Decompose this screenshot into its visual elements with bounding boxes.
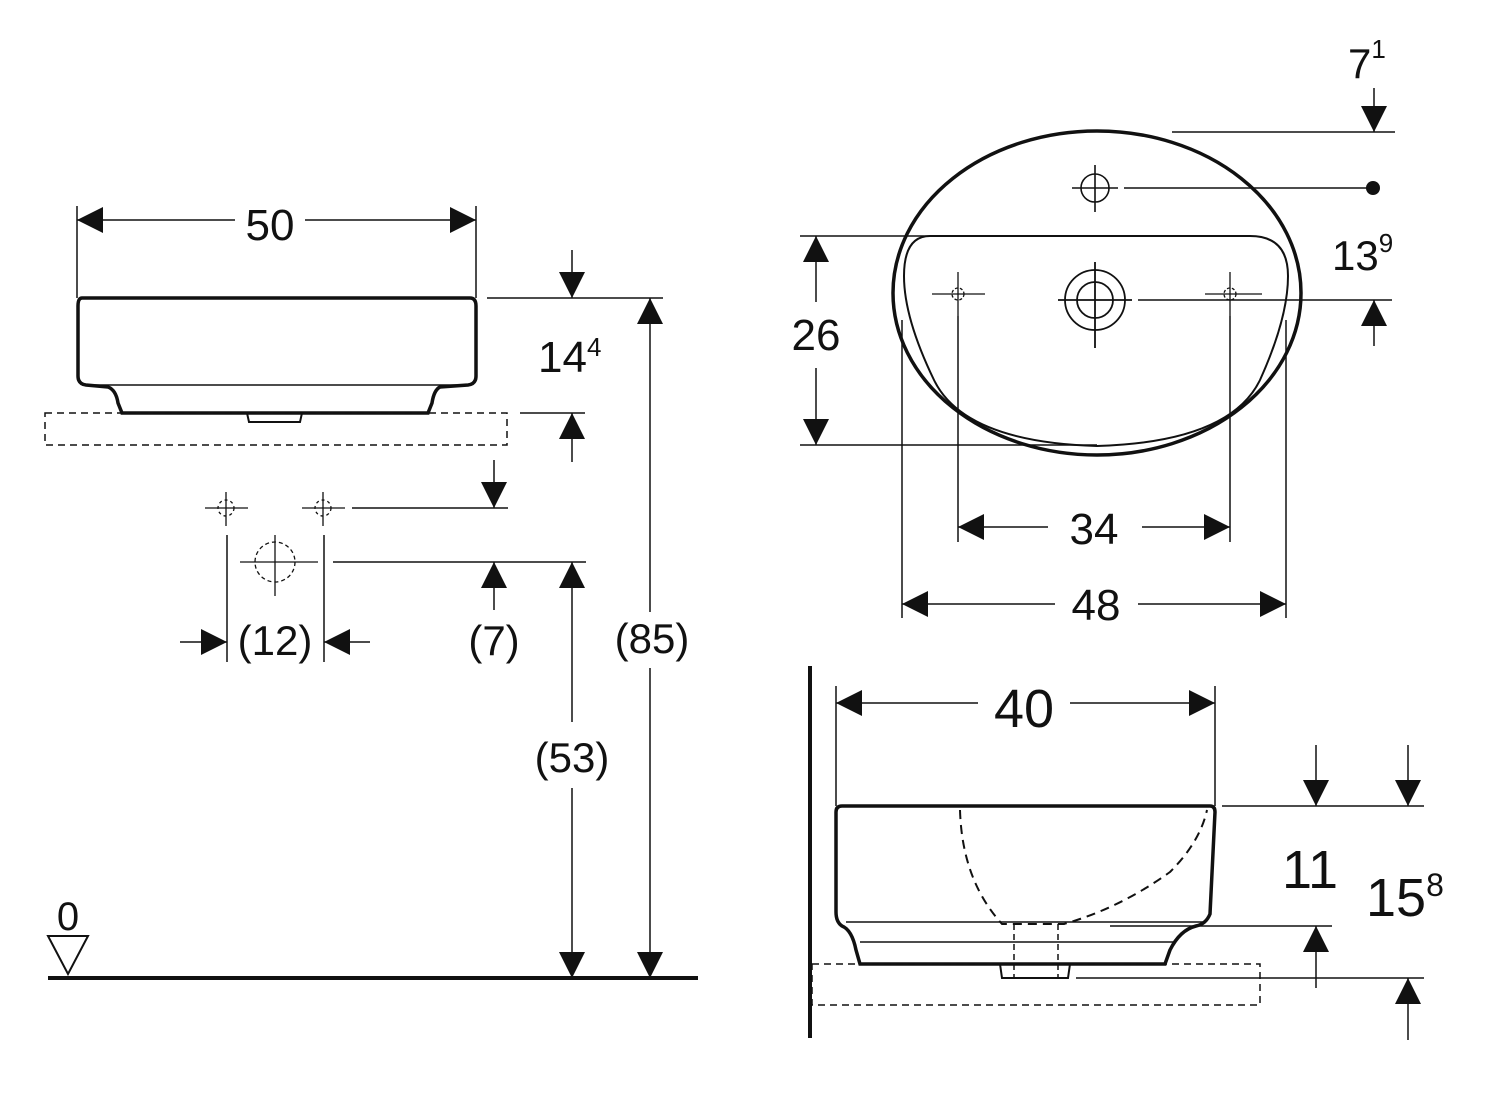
dim-side-height-inner: 11	[1282, 840, 1338, 900]
dim-top-width: 48	[1072, 581, 1121, 630]
dim-tap-offset: (7)	[468, 617, 519, 664]
side-counter-dashed	[811, 963, 1261, 1006]
side-view: 40 11 158	[808, 666, 1444, 1040]
dim-fixing-spacing: 34	[1070, 505, 1119, 554]
side-waste-dashed	[1013, 924, 1059, 978]
side-waste-outlet	[999, 963, 1071, 979]
top-view: 71 139 26 34 48	[792, 34, 1395, 630]
dim-front-height: 144	[538, 332, 601, 382]
tap-reference-dot-icon	[1366, 181, 1380, 195]
top-waste-icon	[1058, 262, 1132, 348]
fixing-point-left-icon	[932, 272, 985, 316]
top-basin-outline	[891, 129, 1303, 457]
dim-side-depth: 40	[994, 679, 1054, 739]
dim-waste-height: (53)	[535, 734, 610, 781]
dim-floor-level: 0	[57, 895, 79, 939]
side-basin-outline	[834, 804, 1217, 966]
front-waste-outlet	[246, 412, 303, 423]
dim-tap-spacing: (12)	[238, 617, 313, 664]
fixing-point-right-icon	[1205, 272, 1262, 316]
side-bowl-dashed	[959, 809, 1208, 925]
tap-hole-right-icon	[302, 492, 345, 526]
tap-hole-icon	[1072, 165, 1118, 212]
front-view: 50 144 (12) (7)	[44, 201, 698, 980]
dim-total-height: (85)	[615, 615, 690, 662]
dim-top-offset: 71	[1348, 34, 1386, 87]
dim-side-height: 158	[1366, 867, 1444, 928]
top-bowl-inner	[902, 235, 1290, 448]
dim-front-width: 50	[246, 201, 295, 250]
tap-hole-left-icon	[205, 492, 248, 526]
waste-connection-icon	[240, 535, 318, 596]
dim-tap-to-waste: 139	[1332, 228, 1393, 279]
front-basin-outline	[76, 296, 478, 415]
floor-level-triangle-icon	[46, 935, 90, 977]
front-counter-dashed	[44, 412, 508, 446]
dim-bowl-depth: 26	[792, 311, 841, 360]
